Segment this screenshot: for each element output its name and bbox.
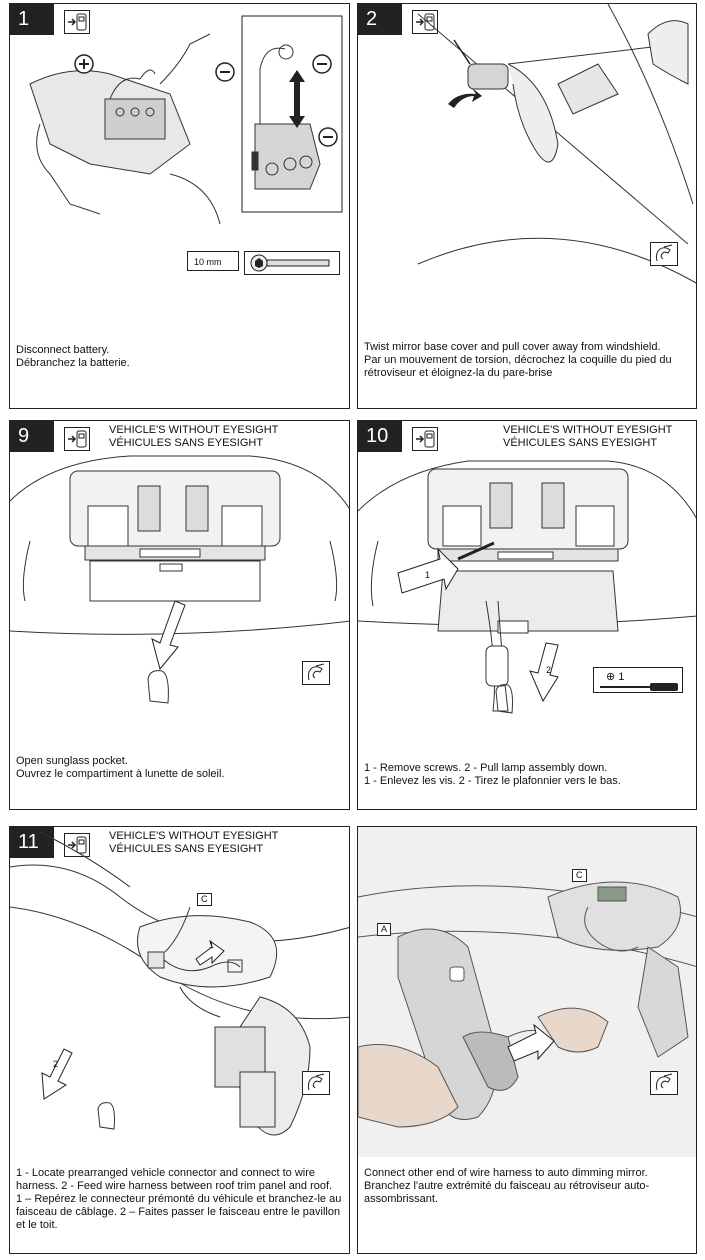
callout-c: C [572, 869, 587, 882]
step-panel-2: 2 Twist mirror base cover and pull cover… [357, 3, 697, 409]
step-caption: Open sunglass pocket. Ouvrez le comparti… [16, 755, 343, 781]
step-caption: 1 - Remove screws. 2 - Pull lamp assembl… [364, 762, 690, 788]
step-caption: Disconnect battery. Débranchez la batter… [16, 344, 343, 370]
step-number: 9 [10, 421, 54, 452]
caption-line-en: Disconnect battery. [16, 344, 110, 356]
step-heading: VEHICLE'S WITHOUT EYESIGHT VÉHICULES SAN… [109, 424, 278, 450]
caption-line-fr: Branchez l'autre extrémité du faisceau a… [364, 1180, 650, 1205]
wrench-size-box: 10 mm [187, 251, 239, 271]
step-number: 2 [358, 4, 402, 35]
heading-line-en: VEHICLE'S WITHOUT EYESIGHT [109, 830, 279, 842]
screwdriver-icon [600, 683, 678, 691]
caption-line-en: 1 - Locate prearranged vehicle connector… [16, 1167, 333, 1192]
vehicle-front-icon [412, 427, 438, 451]
sunglass-pocket-illustration [10, 455, 349, 704]
caption-line-fr: Par un mouvement de torsion, décrochez l… [364, 354, 672, 379]
lamp-assembly-illustration [358, 460, 696, 714]
caption-line-en: Twist mirror base cover and pull cover a… [364, 341, 661, 353]
step-panel-10: 10 VEHICLE'S WITHOUT EYESIGHT VÉHICULES … [357, 420, 697, 810]
callout-c: C [197, 893, 212, 906]
step-number: 1 [10, 4, 54, 35]
caption-line-fr: 1 - Enlevez les vis. 2 - Tirez le plafon… [364, 775, 621, 787]
mirror-cover-illustration [417, 4, 696, 284]
vehicle-front-icon [64, 10, 90, 34]
heading-line-en: VEHICLE'S WITHOUT EYESIGHT [109, 424, 279, 436]
caption-line-en: Open sunglass pocket. [16, 755, 128, 767]
step-number: 11 [10, 827, 54, 858]
step-caption: Twist mirror base cover and pull cover a… [364, 341, 690, 380]
step-panel-12: 12 C A Connect other end of wire harness… [357, 826, 697, 1254]
heading-line-fr: VÉHICULES SANS EYESIGHT [109, 843, 264, 855]
arrow-label-2: 2 [53, 1059, 59, 1069]
screwdriver-size-label: ⊕ 1 [606, 671, 625, 683]
step-panel-11: 11 VEHICLE'S WITHOUT EYESIGHT VÉHICULES … [9, 826, 350, 1254]
vehicle-front-icon [64, 427, 90, 451]
step-panel-1: 1 10 mm Di [9, 3, 350, 409]
hand-tool-icon [302, 1071, 330, 1095]
step-panel-9: 9 VEHICLE'S WITHOUT EYESIGHT VÉHICULES S… [9, 420, 350, 810]
caption-line-en: 1 - Remove screws. 2 - Pull lamp assembl… [364, 762, 608, 774]
heading-line-fr: VÉHICULES SANS EYESIGHT [503, 437, 658, 449]
step-number: 10 [358, 421, 402, 452]
vehicle-front-icon [64, 833, 90, 857]
step-caption: Connect other end of wire harness to aut… [364, 1167, 690, 1206]
heading-line-en: VEHICLE'S WITHOUT EYESIGHT [503, 424, 673, 436]
caption-line-en: Connect other end of wire harness to aut… [364, 1167, 648, 1179]
caption-line-fr: Débranchez la batterie. [16, 357, 130, 369]
battery-illustration [29, 15, 343, 225]
arrow-label-2: 2 [546, 665, 552, 675]
step-caption: 1 - Locate prearranged vehicle connector… [16, 1167, 343, 1232]
heading-line-fr: VÉHICULES SANS EYESIGHT [109, 437, 264, 449]
hand-tool-icon [302, 661, 330, 685]
wrench-icon-box [244, 251, 340, 275]
screwdriver-tool-box: ⊕ 1 [593, 667, 683, 693]
roof-connector-illustration [10, 831, 349, 1136]
step-heading: VEHICLE'S WITHOUT EYESIGHT VÉHICULES SAN… [503, 424, 672, 450]
arrow-label-1: 1 [209, 940, 215, 950]
hand-tool-icon [650, 1071, 678, 1095]
wrench-size-label: 10 mm [194, 257, 222, 267]
arrow-label-1: 1 [425, 570, 431, 580]
wrench-icon [250, 254, 330, 272]
mirror-connection-illustration [358, 827, 696, 1157]
vehicle-front-icon [412, 10, 438, 34]
caption-line-fr: Ouvrez le compartiment à lunette de sole… [16, 768, 225, 780]
hand-tool-icon [650, 242, 678, 266]
caption-line-fr: 1 – Repérez le connecteur prémonté du vé… [16, 1193, 342, 1231]
callout-a: A [377, 923, 392, 936]
step-heading: VEHICLE'S WITHOUT EYESIGHT VÉHICULES SAN… [109, 830, 278, 856]
